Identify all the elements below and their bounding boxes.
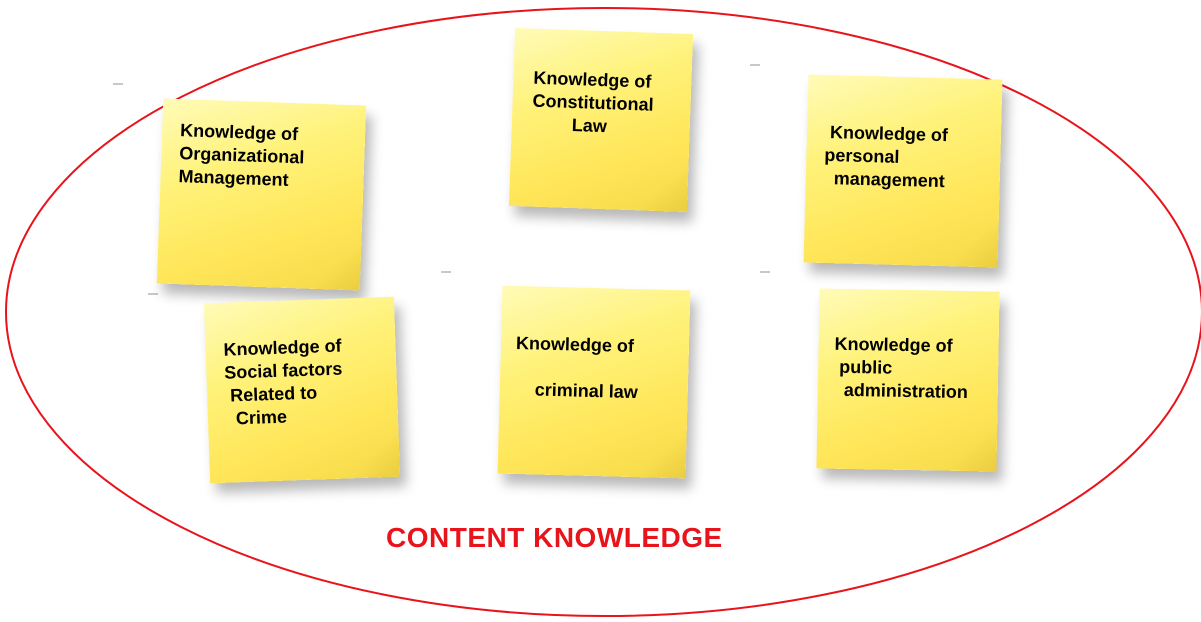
note-text: Knowledge of Organizational Management — [178, 120, 305, 190]
diagram-caption: CONTENT KNOWLEDGE — [386, 522, 723, 553]
note-text: Knowledge of Constitutional Law — [531, 67, 654, 137]
sticky-note-criminal-law: Knowledge of criminal law — [497, 285, 691, 479]
sticky-note-constitutional-law: Knowledge of Constitutional Law — [508, 27, 694, 213]
note-text: Knowledge of Social factors Related to C… — [223, 335, 343, 429]
sticky-note-organizational-management: Knowledge of Organizational Management — [156, 98, 367, 291]
sticky-note-public-administration: Knowledge of public administration — [816, 288, 1000, 472]
note-text: Knowledge of public administration — [833, 333, 968, 403]
decorative-mark — [441, 271, 451, 273]
decorative-mark — [750, 64, 760, 66]
decorative-mark — [113, 83, 123, 85]
decorative-mark — [148, 293, 158, 295]
decorative-mark — [760, 271, 770, 273]
note-text: Knowledge of personal management — [823, 121, 949, 192]
sticky-note-personal-management: Knowledge of personal management — [803, 74, 1003, 268]
note-text: Knowledge of criminal law — [514, 332, 639, 403]
sticky-note-social-factors: Knowledge of Social factors Related to C… — [203, 296, 401, 484]
